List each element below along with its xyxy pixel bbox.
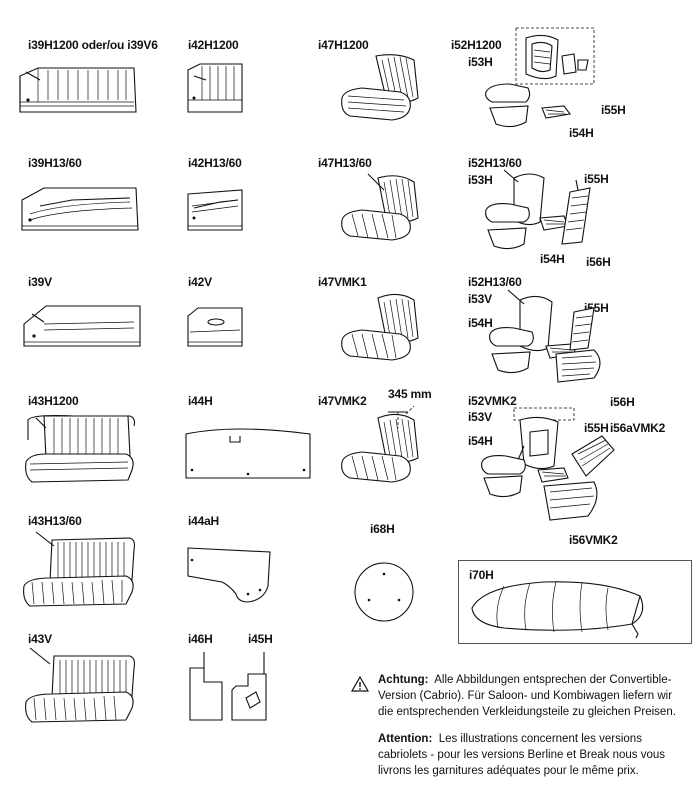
note-german-text: Alle Abbildungen entsprechen der Convert… (378, 674, 676, 718)
part-label-i47H13: i47H13/60 (318, 156, 372, 170)
note-german-label: Achtung: (378, 674, 429, 686)
door-panel-i42V-drawing (186, 306, 246, 350)
part-label-i44aH: i44aH (188, 514, 220, 528)
part-label-i55H: i55H (584, 172, 609, 186)
note-german: Achtung: Alle Abbildungen entsprechen de… (378, 672, 678, 720)
part-label-i55H: i55H (601, 103, 626, 117)
bench-seat-i43V-drawing (24, 647, 140, 728)
part-label-i43V: i43V (28, 632, 52, 646)
seat-i47H13-drawing (338, 172, 428, 244)
part-label-i70H: i70H (469, 568, 494, 582)
part-label-i46H: i46H (188, 632, 213, 646)
panel-i45H-drawing (230, 652, 270, 724)
seat-exploded-i52H1200-drawing (470, 26, 600, 134)
seat-exploded-i52VMK2-drawing (476, 406, 626, 536)
note-french-text: Les illustrations concernent les version… (378, 733, 666, 777)
bench-seat-i43H1200-drawing (24, 412, 140, 488)
part-label-i53V: i53V (468, 410, 492, 424)
part-label-i53V: i53V (468, 292, 492, 306)
part-label-i68H: i68H (370, 522, 395, 536)
part-label-i56H: i56H (586, 255, 611, 269)
door-panel-i39H13-drawing (20, 186, 142, 234)
part-label-i42V: i42V (188, 275, 212, 289)
round-panel-i68H-drawing (353, 560, 415, 624)
panel-i44H-drawing (184, 424, 314, 482)
part-label-i52H1200: i52H1200 (451, 38, 502, 52)
part-label-i52H13: i52H13/60 (468, 275, 522, 289)
part-label-i42H13: i42H13/60 (188, 156, 242, 170)
part-label-i54H: i54H (468, 434, 493, 448)
seat-i47H1200-drawing (338, 52, 428, 124)
part-label-i56VMK2: i56VMK2 (569, 533, 618, 547)
part-label-i45H: i45H (248, 632, 273, 646)
door-panel-i42H1200-drawing (186, 62, 246, 116)
part-label-i39V: i39V (28, 275, 52, 289)
dimension-label-345mm: 345 mm (388, 387, 432, 401)
part-label-i42H1200: i42H1200 (188, 38, 239, 52)
bench-seat-i43H13-drawing (22, 530, 138, 612)
warning-triangle-icon (350, 675, 370, 698)
door-panel-i39V-drawing (22, 304, 144, 350)
part-label-i43H1200: i43H1200 (28, 394, 79, 408)
door-panel-i42H13-drawing (186, 188, 246, 234)
part-label-i39H13: i39H13/60 (28, 156, 82, 170)
part-label-i47VMK2: i47VMK2 (318, 394, 367, 408)
seat-exploded-i52H13-drawing (474, 166, 614, 256)
top-cover-i70H-drawing (464, 578, 690, 640)
part-label-i43H13: i43H13/60 (28, 514, 82, 528)
part-label-i54H: i54H (540, 252, 565, 266)
panel-i44aH-drawing (186, 546, 276, 606)
note-french: Attention: Les illustrations concernent … (378, 731, 678, 779)
note-french-label: Attention: (378, 733, 433, 745)
part-label-i52H13: i52H13/60 (468, 156, 522, 170)
part-label-i47H1200: i47H1200 (318, 38, 369, 52)
part-label-i54H: i54H (468, 316, 493, 330)
i70H-frame (458, 560, 692, 644)
seat-i47VMK2-drawing (338, 404, 428, 488)
door-panel-i39H1200-drawing (18, 66, 138, 116)
panel-i46H-drawing (188, 652, 228, 724)
part-label-i39H1200: i39H1200 oder/ou i39V6 (28, 38, 158, 52)
part-label-i44H: i44H (188, 394, 213, 408)
part-label-i56aVMK2: i56aVMK2 (610, 421, 666, 435)
part-label-i55H: i55H (584, 421, 609, 435)
part-label-i52VMK2: i52VMK2 (468, 394, 517, 408)
part-label-i47VMK1: i47VMK1 (318, 275, 367, 289)
seat-i47VMK1-drawing (338, 290, 428, 364)
part-label-i53H: i53H (468, 173, 493, 187)
part-label-i54H: i54H (569, 126, 594, 140)
seat-exploded-i52H13-vmk1-drawing (484, 288, 614, 394)
part-label-i56H: i56H (610, 395, 635, 409)
part-label-i53H: i53H (468, 55, 493, 69)
